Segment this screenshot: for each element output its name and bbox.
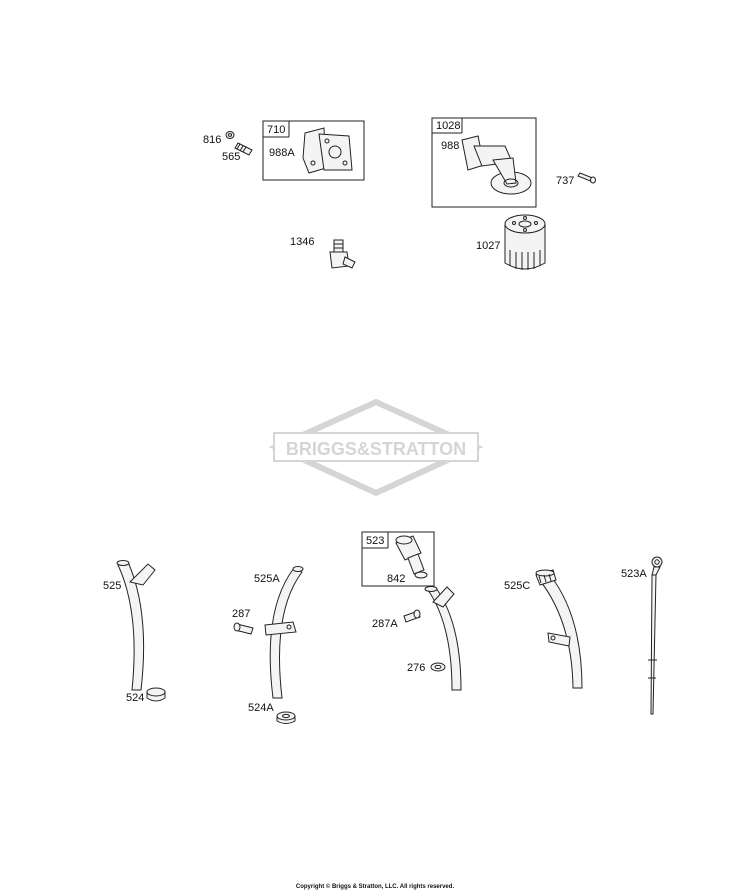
drain-valve-1346: [329, 239, 356, 269]
callout-988[interactable]: 988: [441, 140, 459, 152]
callout-525[interactable]: 525: [103, 580, 121, 592]
screw-737: [577, 172, 596, 184]
dipstick-tube-525: [116, 560, 156, 691]
dipstick-tube-525C: [535, 569, 583, 689]
callout-565[interactable]: 565: [222, 151, 240, 163]
callout-1027[interactable]: 1027: [476, 240, 500, 252]
callout-1028[interactable]: 1028: [436, 120, 460, 132]
callout-523A[interactable]: 523A: [621, 568, 647, 580]
kit-box-523: [361, 531, 435, 587]
stud-565: [234, 142, 253, 156]
grommet-524: [146, 687, 166, 702]
kit-box-1028: [431, 117, 537, 208]
callout-525C[interactable]: 525C: [504, 580, 530, 592]
screw-287A: [403, 609, 421, 623]
svg-text:BRIGGS&STRATTON: BRIGGS&STRATTON: [286, 439, 466, 459]
washer-816: [225, 131, 235, 139]
callout-525A[interactable]: 525A: [254, 573, 280, 585]
dipstick-tube-assembly: [424, 586, 462, 691]
callout-287[interactable]: 287: [232, 608, 250, 620]
dipstick-523A: [648, 556, 663, 715]
callout-523[interactable]: 523: [366, 535, 384, 547]
callout-988A[interactable]: 988A: [269, 147, 295, 159]
kit-box-710: [262, 120, 365, 181]
grommet-524A: [276, 711, 296, 724]
callout-842[interactable]: 842: [387, 573, 405, 585]
adapter-988A: [302, 127, 353, 174]
callout-710[interactable]: 710: [267, 124, 285, 136]
callout-1346[interactable]: 1346: [290, 236, 314, 248]
callout-816[interactable]: 816: [203, 134, 221, 146]
callout-737[interactable]: 737: [556, 175, 574, 187]
screw-287: [233, 622, 254, 635]
callout-524A[interactable]: 524A: [248, 702, 274, 714]
briggs-stratton-watermark-logo: BRIGGS&STRATTON: [268, 398, 484, 497]
copyright-footer: Copyright © Briggs & Stratton, LLC. All …: [295, 884, 455, 890]
washer-276: [430, 662, 446, 672]
dipstick-cap-523: [395, 535, 428, 579]
callout-287A[interactable]: 287A: [372, 618, 398, 630]
callout-276[interactable]: 276: [407, 662, 425, 674]
filter-adapter-988: [461, 135, 532, 195]
oil-filter-1027: [504, 214, 546, 270]
callout-524[interactable]: 524: [126, 692, 144, 704]
dipstick-tube-525A: [264, 566, 304, 699]
